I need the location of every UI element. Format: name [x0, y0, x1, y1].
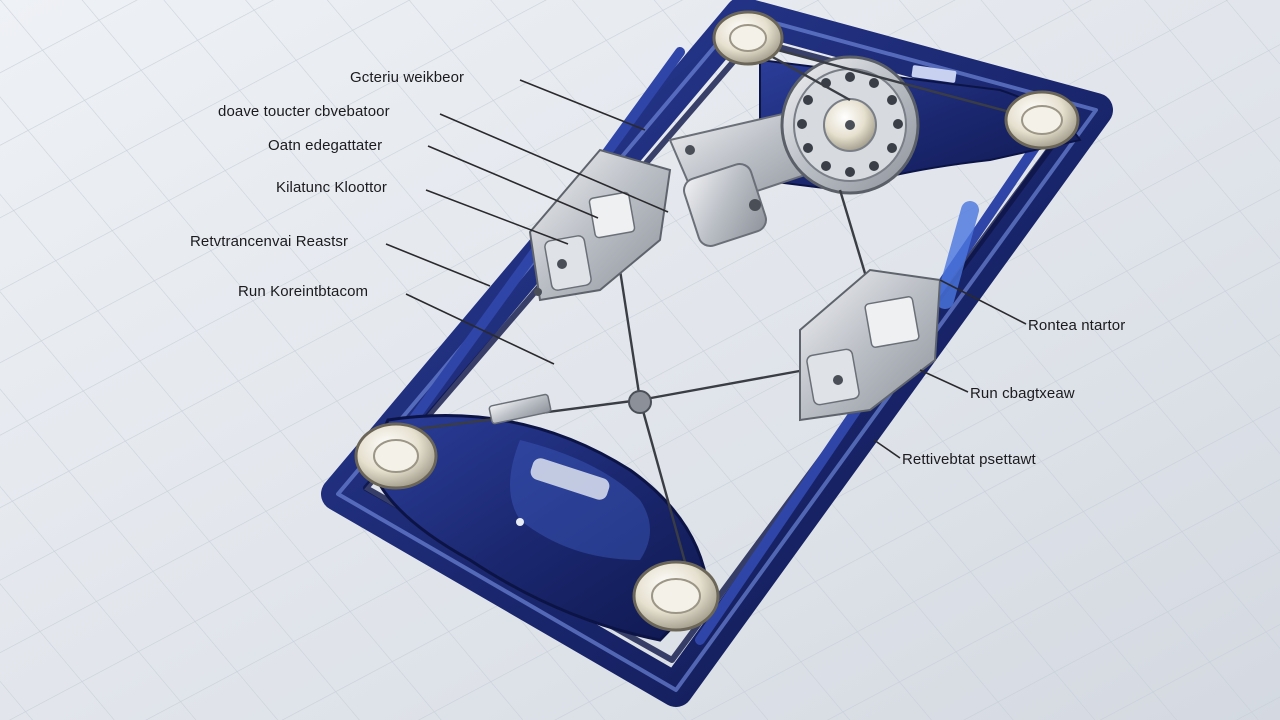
pulley-top-right: [1004, 90, 1080, 150]
cable-clip: [488, 393, 552, 425]
cable-junction: [628, 390, 652, 414]
label-left-3: Oatn edegattater: [268, 137, 382, 154]
bottom-mounting-plate: [368, 414, 710, 642]
callout-labels: Gcteriu weikbeor doave toucter cbvebatoo…: [190, 69, 1125, 468]
leader-lines: [385, 79, 1027, 459]
label-right-3: Rettivebtat psettawt: [902, 451, 1036, 468]
label-right-2: Run cbagtxeaw: [970, 385, 1075, 402]
label-left-5: Retvtrancenvai Reastsr: [190, 233, 348, 250]
label-left-2: doave toucter cbvebatoor: [218, 103, 390, 120]
pulley-top-left: [712, 10, 784, 66]
label-left-6: Run Koreintbtacom: [238, 283, 368, 300]
drive-motor: [668, 55, 920, 247]
label-left-1: Gcteriu weikbeor: [350, 69, 464, 86]
label-left-4: Kilatunc Kloottor: [276, 179, 387, 196]
lower-glass-slider: [799, 268, 942, 422]
gear-holes: [797, 72, 903, 177]
pulley-bottom-right: [632, 560, 720, 632]
pulley-bottom-left: [354, 422, 438, 490]
label-right-1: Rontea ntartor: [1028, 317, 1125, 334]
upper-glass-slider: [528, 148, 672, 302]
